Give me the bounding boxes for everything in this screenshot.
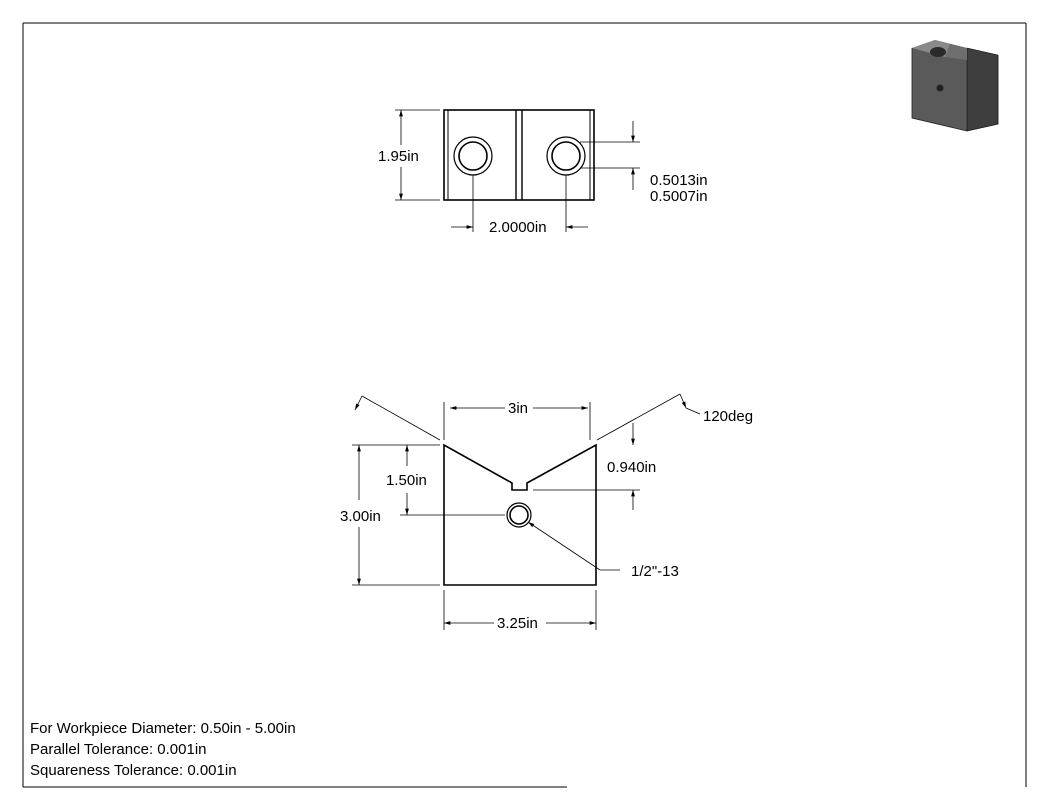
hole-height-label: 1.50in: [386, 472, 427, 489]
note-workpiece-diameter: For Workpiece Diameter: 0.50in - 5.00in: [30, 720, 296, 737]
dim-bore-spacing: [451, 175, 588, 232]
dim-top-width: [443, 402, 591, 440]
dim-base-width: [443, 590, 597, 630]
base-width-label: 3.25in: [497, 615, 538, 632]
thread-label: 1/2"-13: [631, 563, 679, 580]
depth-label: 0.940in: [607, 459, 656, 476]
bore-min-label: 0.5007in: [650, 188, 708, 205]
sheet-border: [22, 22, 1027, 788]
note-squareness-tolerance: Squareness Tolerance: 0.001in: [30, 762, 237, 779]
dim-hole-height: [400, 444, 505, 516]
top-view: [395, 109, 640, 232]
thread-hole: [506, 502, 532, 528]
angle-label: 120deg: [703, 408, 753, 425]
dim-top-height: [395, 109, 440, 201]
front-view: [352, 393, 701, 630]
top-height-label: 1.95in: [378, 148, 419, 165]
dim-thread-leader: [527, 521, 620, 571]
notes-block: For Workpiece Diameter: 0.50in - 5.00in …: [30, 718, 296, 781]
top-width-label: 3in: [508, 400, 528, 417]
bore-max-label: 0.5013in: [650, 172, 708, 189]
dim-overall-height: [352, 444, 440, 586]
bore-left: [453, 136, 493, 176]
note-parallel-tolerance: Parallel Tolerance: 0.001in: [30, 741, 207, 758]
dim-bore-diameter: [580, 121, 640, 190]
bore-spacing-label: 2.0000in: [489, 219, 547, 236]
isometric-view: [911, 40, 999, 132]
bore-right: [546, 136, 586, 176]
dim-depth: [533, 423, 640, 510]
overall-height-label: 3.00in: [340, 508, 381, 525]
dim-angle: [354, 393, 701, 441]
